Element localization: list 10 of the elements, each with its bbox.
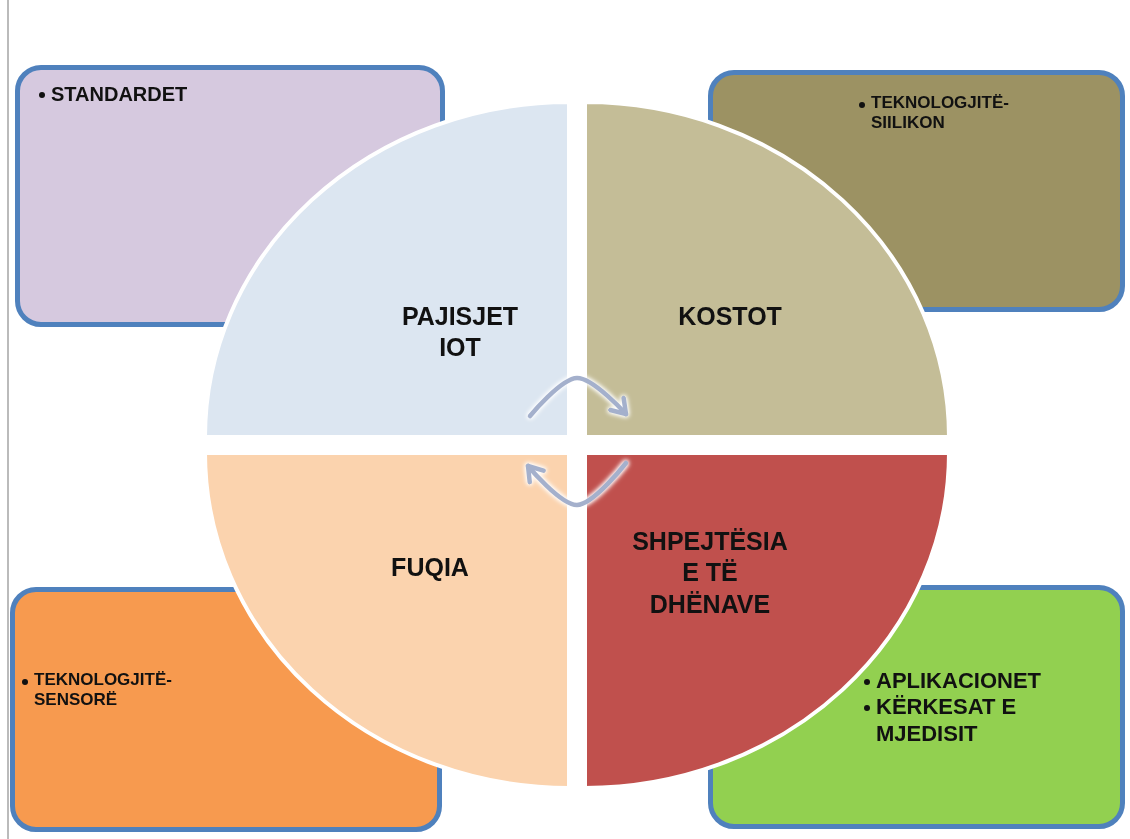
quadrant-label: FUQIA xyxy=(390,552,470,584)
cycle-arrow xyxy=(527,375,629,419)
bullet-text: TEKNOLOGJITË- SENSORË xyxy=(21,670,211,711)
bullet-text: TEKNOLOGJITË- SIILIKON xyxy=(858,93,1038,134)
quadrant-label: PAJISJET IOT xyxy=(400,300,520,363)
quadrant-label: KOSTOT xyxy=(677,301,783,333)
bullet-text: KËRKESAT E MJEDISIT xyxy=(863,694,1103,748)
quadrant-label: SHPEJTËSIA E TË DHËNAVE xyxy=(631,526,789,620)
bullet-text: STANDARDET xyxy=(38,82,418,106)
bullet-text: APLIKACIONET xyxy=(863,668,1103,695)
